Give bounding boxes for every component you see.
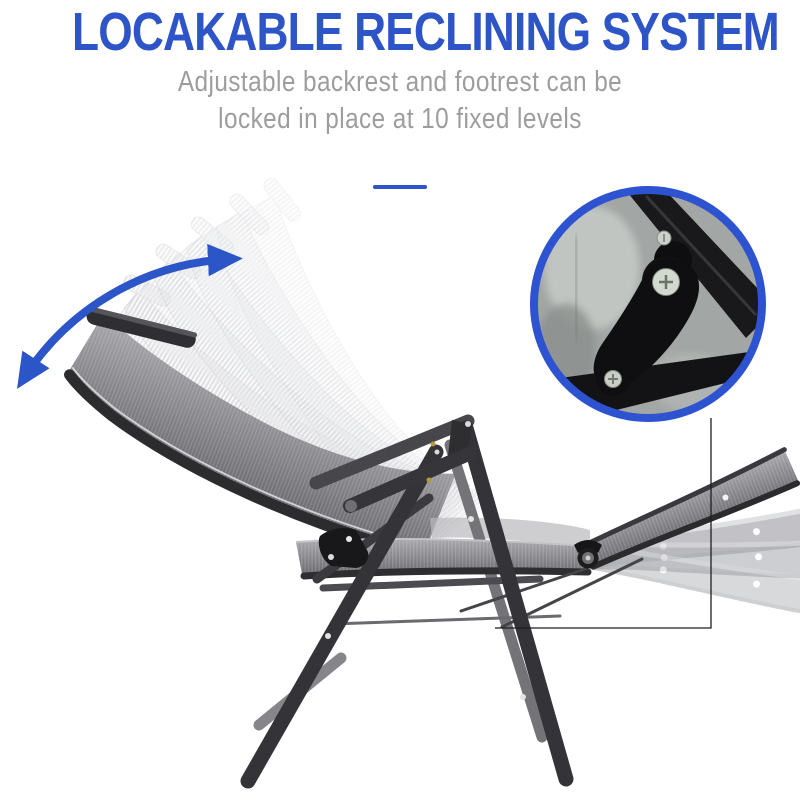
recline-arrow-icon <box>17 243 243 389</box>
accent-divider <box>373 185 427 189</box>
far-rear-leg <box>444 439 548 743</box>
header: LOCAKABLE RECLINING SYSTEM Adjustable ba… <box>0 0 800 138</box>
brass-pin-1 <box>430 441 436 447</box>
seat-rail <box>300 567 592 580</box>
brass-pin-2 <box>426 477 432 483</box>
footrest <box>580 447 800 570</box>
support-rod-1 <box>459 567 587 613</box>
subtitle-line-2: locked in place at 10 fixed levels <box>218 103 582 135</box>
far-armrest <box>309 414 475 490</box>
magnifier-ring <box>530 186 766 422</box>
upper-tube <box>628 193 759 338</box>
page-title: LOCAKABLE RECLINING SYSTEM <box>72 2 780 62</box>
callout-line <box>495 418 712 629</box>
front-leg <box>240 444 444 789</box>
subtitle-line-1: Adjustable backrest and footrest can be <box>177 66 623 98</box>
hinge-clamp <box>574 540 602 553</box>
detail-magnifier <box>530 186 766 422</box>
hardware <box>318 421 602 700</box>
concrete-crack <box>572 235 580 339</box>
rear-leg <box>458 420 574 787</box>
armrest <box>343 445 480 513</box>
